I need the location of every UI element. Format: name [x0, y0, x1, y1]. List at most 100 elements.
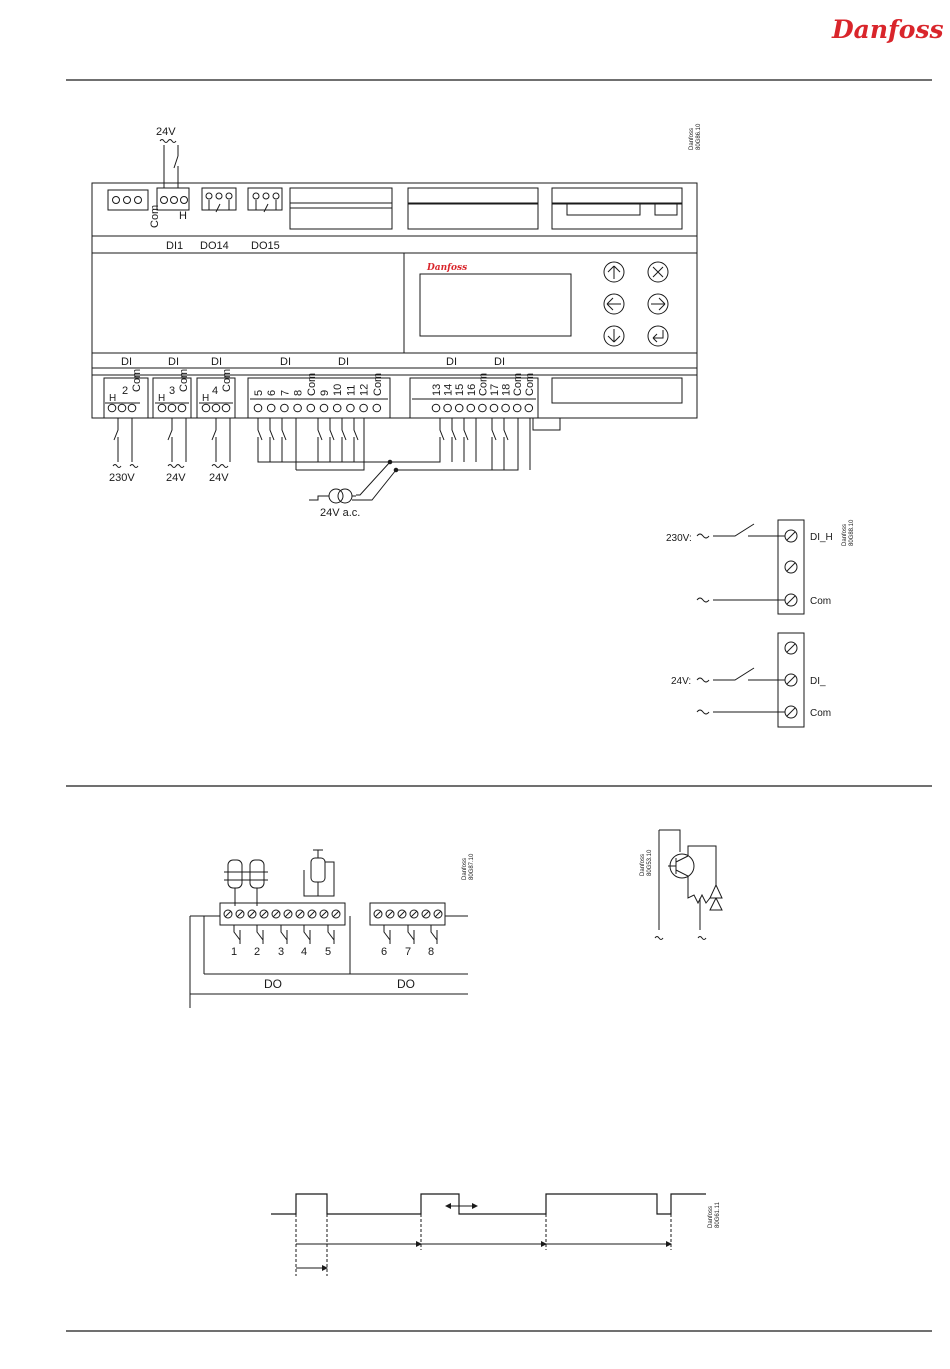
terminal-screw	[294, 404, 302, 412]
svg-text:24V a.c.: 24V a.c.	[320, 507, 360, 519]
controller-wiring-diagram: Danfoss 80G86.10 24V	[92, 123, 702, 519]
svg-text:DI_: DI_	[810, 676, 826, 687]
timing-diagram: Danfoss 80G61.11	[271, 1194, 721, 1276]
output-number: 8	[428, 946, 434, 958]
svg-text:DI: DI	[168, 356, 179, 368]
svg-text:DO: DO	[264, 977, 282, 991]
svg-text:Danfoss: Danfoss	[842, 524, 848, 546]
terminal-label: 7	[279, 390, 291, 396]
svg-text:Com: Com	[149, 205, 161, 228]
svg-text:Com: Com	[810, 708, 831, 719]
svg-text:H: H	[158, 393, 165, 404]
terminal-label: 9	[319, 390, 331, 396]
terminal-screw	[281, 404, 289, 412]
terminal-screw	[490, 404, 498, 412]
right-arrow-icon[interactable]	[648, 294, 668, 314]
terminal-label: 6	[266, 390, 278, 396]
keypad	[604, 262, 668, 346]
svg-text:Danfoss: Danfoss	[640, 854, 646, 876]
terminal-screw	[525, 404, 533, 412]
down-arrow-icon[interactable]	[604, 326, 624, 346]
di-input-diagram: Danfoss 80G88.10 230V: DI_H Com 24V: DI_…	[666, 519, 855, 727]
svg-text:80G88.10: 80G88.10	[849, 519, 855, 546]
terminal-label: 15	[454, 384, 466, 396]
svg-text:DO: DO	[397, 977, 415, 991]
svg-text:H: H	[109, 393, 116, 404]
svg-text:2: 2	[122, 385, 128, 397]
svg-text:DI1: DI1	[166, 240, 183, 252]
terminal-label: Com	[306, 373, 318, 396]
terminal-label: Com	[372, 373, 384, 396]
transistor-output-diagram: Danfoss 80G53.10	[640, 830, 722, 940]
svg-text:Com: Com	[810, 596, 831, 607]
output-number: 4	[301, 946, 307, 958]
terminal-screw	[267, 404, 275, 412]
terminal-screw	[320, 404, 328, 412]
compressor-icon	[224, 860, 246, 906]
terminal-label: 5	[253, 390, 265, 396]
svg-text:DO14: DO14	[200, 240, 229, 252]
output-number: 5	[325, 946, 331, 958]
terminal-screw	[444, 404, 452, 412]
svg-text:24V: 24V	[156, 126, 176, 138]
svg-text:DO15: DO15	[251, 240, 280, 252]
terminal-screw	[479, 404, 487, 412]
terminal-screw	[467, 404, 475, 412]
svg-text:230V: 230V	[109, 472, 135, 484]
lcd-display	[420, 274, 571, 336]
svg-text:H: H	[202, 393, 209, 404]
terminal-screw	[347, 404, 355, 412]
terminal-label: 18	[501, 384, 513, 396]
svg-text:80G86.10: 80G86.10	[696, 123, 702, 150]
svg-text:Danfoss: Danfoss	[426, 263, 467, 273]
svg-text:Com: Com	[131, 369, 143, 392]
svg-text:DI: DI	[121, 356, 132, 368]
svg-text:80G61.11: 80G61.11	[715, 1201, 721, 1228]
terminal-label: 11	[345, 385, 357, 396]
svg-text:H: H	[179, 210, 187, 222]
svg-text:Com: Com	[178, 369, 190, 392]
svg-text:Danfoss: Danfoss	[831, 15, 944, 44]
terminal-row-di	[105, 403, 233, 412]
svg-text:Danfoss: Danfoss	[708, 1206, 714, 1228]
terminal-label: 13	[431, 384, 443, 396]
compressor-icon	[246, 860, 268, 906]
terminal-screw	[254, 404, 262, 412]
svg-text:Com: Com	[221, 369, 233, 392]
left-arrow-icon[interactable]	[604, 294, 624, 314]
terminal-screw	[455, 404, 463, 412]
terminal-label: Com	[477, 373, 489, 396]
terminal-label: 16	[466, 384, 478, 396]
svg-text:Danfoss: Danfoss	[689, 128, 695, 150]
valve-icon	[304, 850, 334, 896]
terminal-label: Com	[524, 373, 536, 396]
terminal-label: 14	[443, 384, 455, 396]
up-arrow-icon[interactable]	[604, 262, 624, 282]
svg-text:24V: 24V	[166, 472, 186, 484]
svg-text:DI: DI	[211, 356, 222, 368]
enter-icon[interactable]	[648, 326, 668, 346]
terminal-screw	[333, 404, 341, 412]
output-number: 7	[405, 946, 411, 958]
terminal-screw	[432, 404, 440, 412]
svg-text:80G53.10: 80G53.10	[647, 849, 653, 876]
terminal-screw	[307, 404, 315, 412]
svg-text:3: 3	[169, 385, 175, 397]
terminal-screw	[513, 404, 521, 412]
terminal-label: Com	[512, 373, 524, 396]
svg-text:DI: DI	[494, 356, 505, 368]
svg-text:DI: DI	[280, 356, 291, 368]
terminal-screw	[360, 404, 368, 412]
output-number: 1	[231, 946, 237, 958]
output-number: 3	[278, 946, 284, 958]
terminal-screw	[502, 404, 510, 412]
terminal-label: 17	[489, 384, 501, 396]
output-number: 2	[254, 946, 260, 958]
svg-text:DI_H: DI_H	[810, 532, 833, 543]
svg-text:4: 4	[212, 385, 218, 397]
svg-text:DI: DI	[338, 356, 349, 368]
transformer-icon	[329, 489, 352, 503]
close-icon[interactable]	[648, 262, 668, 282]
